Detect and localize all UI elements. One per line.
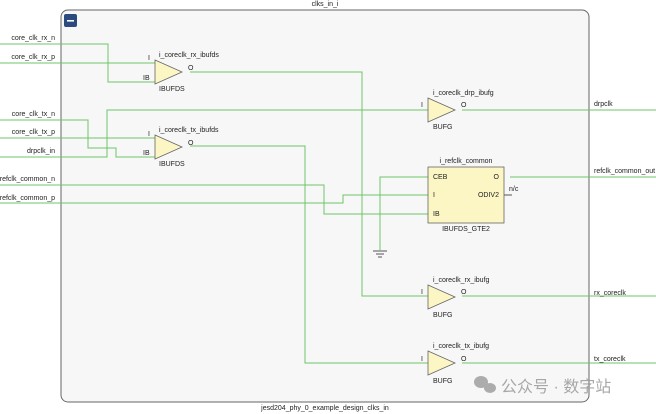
pin-o: O (188, 140, 194, 147)
port-refclk-common-p[interactable]: refclk_common_p (0, 195, 55, 202)
port-rx-coreclk[interactable]: rx_coreclk (594, 290, 626, 297)
net-refclk-common-p (0, 194, 428, 204)
cell-type: BUFG (433, 312, 452, 319)
module-instance-name: clks_in_i (312, 1, 339, 8)
port-core-clk-tx-n[interactable]: core_clk_tx_n (12, 111, 55, 118)
cell-name: i_coreclk_tx_ibufg (433, 343, 489, 350)
pin-ib: IB (143, 75, 150, 82)
pin-i: I (421, 289, 423, 296)
cell-type: BUFG (433, 378, 452, 385)
pin-i: I (421, 356, 423, 363)
net-core-clk-tx-n (0, 119, 155, 158)
no-connect-label: n/c (509, 186, 519, 193)
net-ceb-ground (379, 176, 428, 250)
pin-ceb: CEB (433, 174, 448, 181)
net-rx-ibufds-out (190, 71, 428, 297)
port-tx-coreclk[interactable]: tx_coreclk (594, 356, 626, 363)
cell-rx-ibufg[interactable]: i_coreclk_rx_ibufg BUFG I O (421, 277, 490, 319)
pin-i: I (421, 102, 423, 109)
output-ports: drpclk refclk_common_out rx_coreclk tx_c… (594, 101, 655, 363)
pin-o: O (494, 174, 500, 181)
port-drpclk[interactable]: drpclk (594, 101, 613, 108)
cell-type: IBUFDS_GTE2 (442, 226, 490, 233)
net-tx-ibufds-out (190, 145, 428, 364)
pin-o: O (188, 65, 194, 72)
port-core-clk-tx-p[interactable]: core_clk_tx_p (12, 129, 55, 136)
port-refclk-common-out[interactable]: refclk_common_out (594, 168, 655, 175)
pin-o: O (461, 289, 467, 296)
cell-type: BUFG (433, 124, 452, 131)
pin-i: I (433, 192, 435, 199)
wechat-icon (474, 376, 496, 393)
watermark: 公众号 · 数字站 (474, 376, 611, 396)
net-refclk-common-n (0, 184, 428, 215)
cell-name: i_refclk_common (440, 158, 493, 165)
pin-ib: IB (143, 150, 150, 157)
module-name: jesd204_phy_0_example_design_clks_in (260, 405, 389, 412)
port-core-clk-rx-p[interactable]: core_clk_rx_p (11, 54, 55, 61)
nets (0, 43, 656, 364)
pin-i: I (148, 55, 150, 62)
port-core-clk-rx-n[interactable]: core_clk_rx_n (11, 35, 55, 42)
collapse-button[interactable] (64, 14, 77, 27)
ground-icon (373, 250, 387, 258)
cell-name: i_coreclk_rx_ibufds (159, 52, 219, 59)
pin-i: I (148, 131, 150, 138)
cell-name: i_coreclk_rx_ibufg (433, 277, 490, 284)
cell-refclk-common[interactable]: i_refclk_common IBUFDS_GTE2 CEB I IB O O… (427, 158, 519, 233)
minus-icon (67, 20, 74, 22)
port-refclk-common-n[interactable]: refclk_common_n (0, 176, 55, 183)
pin-odiv2: ODIV2 (478, 192, 499, 199)
cell-type: IBUFDS (159, 86, 185, 93)
input-ports: core_clk_rx_n core_clk_rx_p core_clk_tx_… (0, 35, 55, 202)
watermark-text: 公众号 · 数字站 (501, 378, 611, 396)
port-drpclk-in[interactable]: drpclk_in (27, 148, 55, 155)
cell-drp-ibufg[interactable]: i_coreclk_drp_ibufg BUFG I O (421, 90, 494, 131)
pin-o: O (461, 102, 467, 109)
cell-type: IBUFDS (159, 161, 185, 168)
pin-o: O (461, 356, 467, 363)
net-drpclk-in (0, 109, 428, 158)
cell-name: i_coreclk_tx_ibufds (159, 127, 219, 134)
cell-tx-ibufds[interactable]: i_coreclk_tx_ibufds IBUFDS I IB O (143, 127, 219, 168)
pin-ib: IB (433, 211, 440, 218)
cell-rx-ibufds[interactable]: i_coreclk_rx_ibufds IBUFDS I IB O (143, 52, 219, 93)
module-box[interactable] (60, 9, 590, 403)
cell-name: i_coreclk_drp_ibufg (433, 90, 494, 97)
cell-tx-ibufg[interactable]: i_coreclk_tx_ibufg BUFG I O (421, 343, 489, 385)
